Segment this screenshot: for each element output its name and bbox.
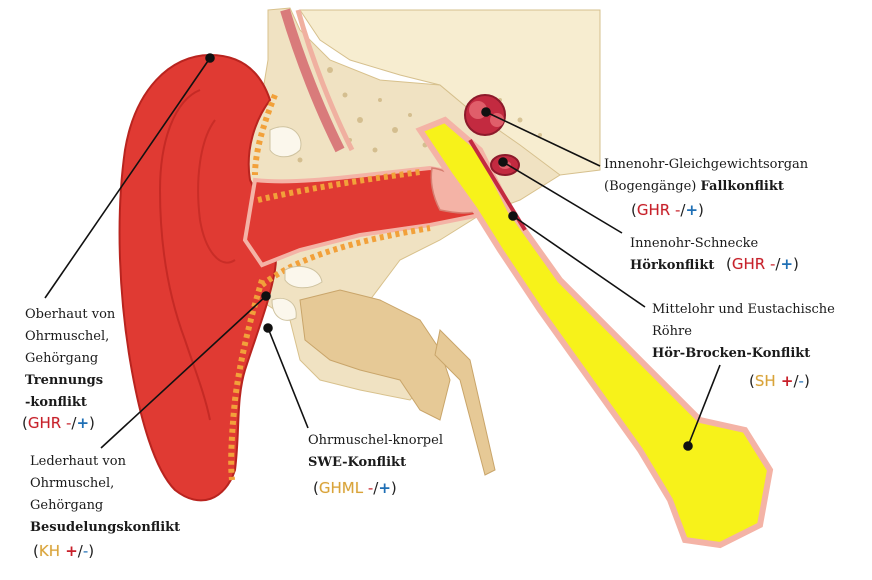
lower-tissue <box>299 289 451 421</box>
ossicle-space-3 <box>271 297 297 321</box>
auricle-inner-fold-2 <box>197 119 236 264</box>
auricle <box>118 53 277 502</box>
label-swe-konflikt: SWE-Konflikt <box>308 455 407 470</box>
leader-knorpel <box>267 327 309 429</box>
leader-dot-knorpel <box>263 323 273 333</box>
label-schnecke-line1: Innenohr-Schnecke <box>630 236 759 251</box>
vessel-stripe <box>280 8 345 153</box>
vessel-stripe-2 <box>295 9 355 152</box>
canal-cartilage-top <box>257 169 421 203</box>
label-konflikt: -konflikt <box>25 395 87 410</box>
label-mittelohr-line2: Röhre <box>652 324 692 339</box>
label-hoer-brocken-konflikt: Hör-Brocken-Konflikt <box>652 346 811 361</box>
code-gleichgewicht-slash: / <box>680 201 686 219</box>
code-mittelohr-slash: / <box>793 372 799 390</box>
label-gleichgewicht-paren: (Bogengänge) <box>604 179 701 194</box>
code-schnecke-minus: - <box>765 255 776 273</box>
cartilage-upper <box>252 93 278 176</box>
code-oberhaut-plus: + <box>76 414 90 432</box>
label-innenohr-gleichgewicht: Innenohr-Gleichgewichtsorgan (Bogengänge… <box>604 154 808 198</box>
code-schnecke-abbr: GHR <box>731 255 766 273</box>
leader-oberhaut <box>44 57 211 299</box>
leader-schnecke <box>502 161 623 234</box>
leader-dot-tube <box>683 441 693 451</box>
leader-dot-schnecke <box>498 157 508 167</box>
code-oberhaut-minus: - <box>61 414 72 432</box>
label-lederhaut: Lederhaut von Ohrmuschel, Gehörgang Besu… <box>30 451 180 539</box>
code-knorpel-slash: / <box>373 479 379 497</box>
auricle-inner-fold <box>158 89 211 421</box>
label-lederhaut-line3: Gehörgang <box>30 498 104 513</box>
code-lederhaut-plus: + <box>59 542 78 560</box>
label-trennungs: Trennungs <box>25 373 104 388</box>
leader-dot-gleichgewicht <box>481 107 491 117</box>
code-lederhaut: (KH +/-) <box>33 542 95 560</box>
ossicle-space <box>269 126 302 158</box>
code-schnecke-plus: + <box>780 255 794 273</box>
code-gleichgewicht: (GHR -/+) <box>631 201 704 219</box>
code-gleichgewicht-plus: + <box>685 201 699 219</box>
canal-cartilage-bottom <box>260 225 431 288</box>
label-knorpel-line1: Ohrmuschel-knorpel <box>308 433 443 448</box>
label-lederhaut-line2: Ohrmuschel, <box>30 476 115 491</box>
label-hoerkonflikt: Hörkonflikt <box>630 258 715 273</box>
label-fallkonflikt: Fallkonflikt <box>700 179 784 194</box>
leader-mittelohr <box>512 215 646 308</box>
label-knorpel: Ohrmuschel-knorpel SWE-Konflikt <box>308 430 443 474</box>
leader-lines <box>44 53 721 451</box>
label-gleichgewicht-line2: (Bogengänge) Fallkonflikt <box>604 176 808 198</box>
leader-gleichgewicht <box>485 111 601 167</box>
code-oberhaut-slash: / <box>71 414 77 432</box>
code-gleichgewicht-minus: - <box>670 201 681 219</box>
code-lederhaut-minus: - <box>82 542 89 560</box>
code-knorpel-abbr: GHML <box>318 479 364 497</box>
code-knorpel-plus: + <box>378 479 391 497</box>
leader-lederhaut <box>100 295 267 449</box>
label-mittelohr-line1: Mittelohr und Eustachische <box>652 302 835 317</box>
label-mittelohr: Mittelohr und Eustachische Röhre Hör-Bro… <box>652 299 835 365</box>
leader-dot-lederhaut <box>261 291 271 301</box>
ear-canal <box>242 165 483 268</box>
label-gleichgewicht-line1: Innenohr-Gleichgewichtsorgan <box>604 157 809 172</box>
code-mittelohr: (SH +/-) <box>749 372 810 390</box>
code-oberhaut: (GHR -/+) <box>22 414 95 432</box>
code-lederhaut-slash: / <box>77 542 83 560</box>
label-innenohr-schnecke: Innenohr-Schnecke Hörkonflikt <box>630 233 758 277</box>
leader-dot-mittelohr <box>508 211 518 221</box>
code-oberhaut-abbr: GHR <box>27 414 62 432</box>
label-oberhaut-line2: Ohrmuschel, <box>25 329 110 344</box>
code-gleichgewicht-abbr: GHR <box>636 201 671 219</box>
label-lederhaut-line1: Lederhaut von <box>30 454 126 469</box>
code-mittelohr-minus: - <box>798 372 804 390</box>
code-mittelohr-abbr: SH <box>754 372 776 390</box>
label-oberhaut: Oberhaut von Ohrmuschel, Gehörgang Trenn… <box>25 304 115 414</box>
label-oberhaut-line1: Oberhaut von <box>25 307 116 322</box>
auricle-cartilage-edge <box>228 279 265 481</box>
ossicle-space-2 <box>284 266 323 289</box>
leader-tube <box>687 364 721 447</box>
label-oberhaut-line3: Gehörgang <box>25 351 99 366</box>
leader-dot-oberhaut <box>205 53 215 63</box>
code-knorpel-minus: - <box>363 479 374 497</box>
code-schnecke: (GHR -/+) <box>726 255 799 273</box>
label-besudelungskonflikt: Besudelungskonflikt <box>30 520 181 535</box>
code-schnecke-slash: / <box>775 255 781 273</box>
code-knorpel: (GHML -/+) <box>313 479 397 497</box>
styloid-process <box>434 328 496 476</box>
code-lederhaut-abbr: KH <box>38 542 60 560</box>
code-mittelohr-plus: + <box>775 372 794 390</box>
